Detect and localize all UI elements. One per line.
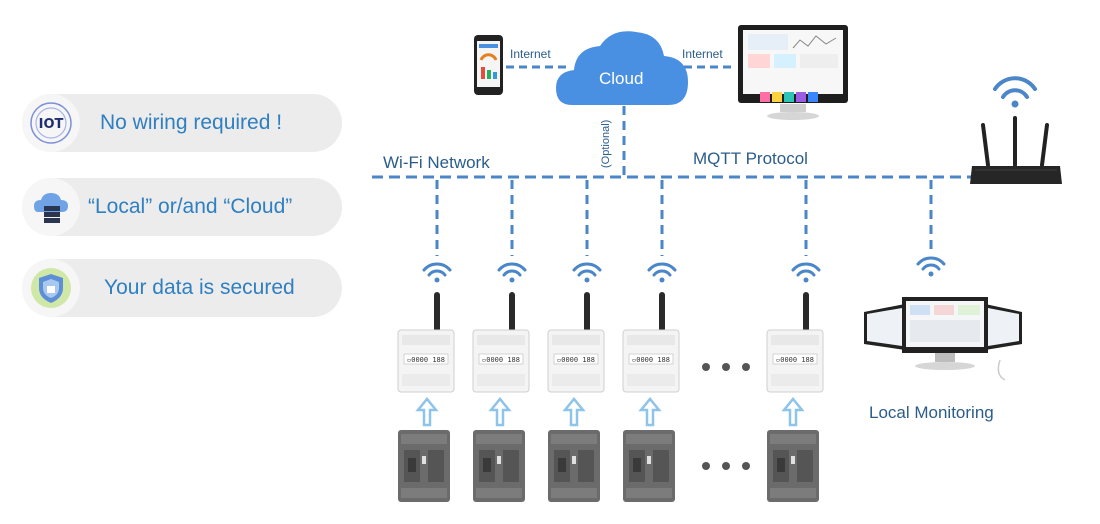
arrow-up-icon-4 [638, 397, 662, 427]
feature-pill-secured: Your data is secured [22, 259, 342, 317]
wifi-signal-icon-4 [647, 262, 677, 284]
arrow-up-icon-2 [488, 397, 512, 427]
antenna-5 [803, 292, 809, 332]
circuit-breaker-4 [623, 430, 675, 502]
router-icon [970, 76, 1062, 184]
antenna-4 [659, 292, 665, 332]
local-monitoring-label: Local Monitoring [869, 403, 994, 422]
wifi-signal-icon-2 [497, 262, 527, 284]
antenna-1 [434, 292, 440, 332]
iot-icon: IOT [22, 94, 80, 152]
arrow-up-icon-5 [781, 397, 805, 427]
wifi-signal-icon-1 [422, 262, 452, 284]
energy-meter-3 [547, 329, 605, 393]
feature-label-secured: Your data is secured [104, 276, 295, 299]
feature-label-wiring: No wiring required ! [100, 111, 283, 134]
shield-icon [22, 259, 80, 317]
internet-label-left: Internet [510, 47, 551, 61]
wifi-signal-icon-3 [572, 262, 602, 284]
local-monitoring-screens-icon [864, 297, 1022, 381]
antenna-2 [509, 292, 515, 332]
optional-label: (Optional) [600, 119, 612, 168]
circuit-breaker-1 [398, 430, 450, 502]
energy-meter-4 [622, 329, 680, 393]
feature-pill-wiring: IOT No wiring required ! [22, 94, 342, 152]
feature-label-cloud: “Local” or/and “Cloud” [88, 195, 293, 218]
desktop-monitor-icon [738, 25, 848, 120]
circuit-breaker-3 [548, 430, 600, 502]
energy-meter-1 [397, 329, 455, 393]
smartphone-icon [474, 35, 503, 95]
wifi-network-label: Wi-Fi Network [383, 153, 490, 172]
cloud-server-icon [22, 178, 80, 236]
wifi-signal-icon-5 [791, 262, 821, 284]
circuit-breaker-5 [767, 430, 819, 502]
internet-label-right: Internet [682, 47, 723, 61]
energy-meter-5 [766, 329, 824, 393]
arrow-up-icon-1 [415, 397, 439, 427]
ellipsis-dots-breakers [702, 462, 750, 470]
ellipsis-dots-meters [702, 363, 750, 371]
feature-pill-cloud: “Local” or/and “Cloud” [22, 178, 342, 236]
iot-icon-text: IOT [39, 117, 64, 132]
circuit-breaker-2 [473, 430, 525, 502]
energy-meter-2 [472, 329, 530, 393]
wifi-signal-icon-local [916, 256, 946, 278]
antenna-3 [584, 292, 590, 332]
arrow-up-icon-3 [562, 397, 586, 427]
cloud-label: Cloud [599, 69, 644, 88]
cloud-icon [556, 31, 688, 105]
mqtt-protocol-label: MQTT Protocol [693, 149, 808, 168]
